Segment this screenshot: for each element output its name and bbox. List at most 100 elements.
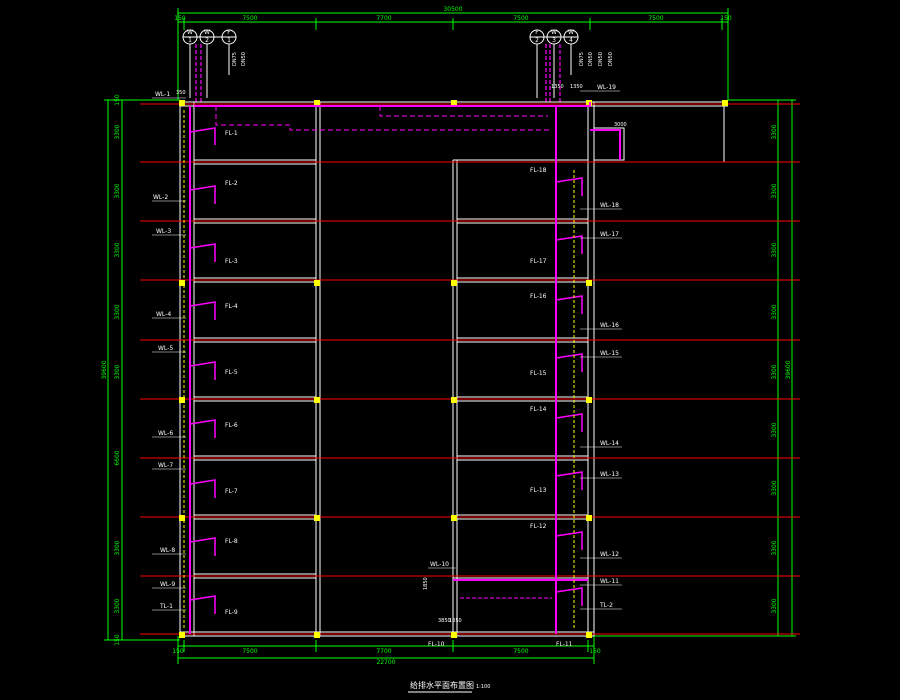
waste-riser-label: WL-18 xyxy=(600,202,619,209)
axis-number: 3 xyxy=(552,37,556,44)
waste-riser-label: WL-15 xyxy=(600,350,619,357)
floor-grid-lines xyxy=(140,103,800,635)
waste-riser-label: WL-6 xyxy=(158,430,173,437)
floor-drain-label: FL-13 xyxy=(530,487,547,494)
supply-risers-top xyxy=(195,44,561,104)
axis-letter: W xyxy=(204,29,210,36)
bottom-dim-segment: 150 xyxy=(172,648,184,655)
waste-riser-label: WL-3 xyxy=(156,228,171,235)
right-dim-segment: 3300 xyxy=(771,242,778,257)
right-dim-segment: 3300 xyxy=(771,364,778,379)
floor-drain-label: FL-9 xyxy=(225,609,238,616)
top-dim-segment: 7500 xyxy=(242,15,257,22)
floor-drain-label: FL-5 xyxy=(225,369,238,376)
bottom-dim-segment: 7500 xyxy=(513,648,528,655)
waste-riser-label: WL-19 xyxy=(597,84,616,91)
misc-dimension: 1350 xyxy=(449,618,462,624)
floor-drain-label: FL-3 xyxy=(225,258,238,265)
axis-letter: F xyxy=(535,29,539,36)
vent-riser-label: TL-1 xyxy=(159,603,173,610)
waste-riser-label: WL-14 xyxy=(600,440,619,447)
left-dim-segment: 150 xyxy=(114,634,121,646)
left-dim-segment: 3300 xyxy=(114,364,121,379)
pipe-size-label: DN50 xyxy=(241,52,247,66)
pipe-size-label: DN50 xyxy=(588,52,594,66)
floor-drain-label: FL-8 xyxy=(225,538,238,545)
waste-riser-label: WL-1 xyxy=(155,91,170,98)
misc-dimension: 1850 xyxy=(423,577,429,590)
axis-number: 1 xyxy=(188,37,192,44)
waste-riser-label: WL-9 xyxy=(160,581,175,588)
floor-drain-label: FL-11 xyxy=(556,641,573,648)
left-dim-segment: 150 xyxy=(114,94,121,106)
right-branch-pipes xyxy=(555,177,583,606)
pipe-size-label: DN50 xyxy=(598,52,604,66)
left-dim-segment: 3300 xyxy=(114,540,121,555)
right-dim-segment: 3300 xyxy=(771,540,778,555)
axis-bubbles-left: W W F 1 2 1 xyxy=(182,29,237,98)
floor-drain-label: FL-1 xyxy=(225,130,238,137)
top-dimension-chain xyxy=(177,8,729,100)
left-total-dimension: 39600 xyxy=(101,360,108,379)
bottom-total-dimension: 22700 xyxy=(376,659,395,666)
top-dim-segment: 150 xyxy=(174,15,186,22)
axis-letter: W xyxy=(568,29,574,36)
bottom-dim-segment: 150 xyxy=(589,648,601,655)
water-supply-lines xyxy=(183,110,575,630)
waste-riser-label: WL-2 xyxy=(153,194,168,201)
axis-number: 2 xyxy=(205,37,209,44)
floor-drain-label: FL-14 xyxy=(530,406,547,413)
bottom-dim-segment: 7700 xyxy=(376,648,391,655)
axis-number: 4 xyxy=(569,37,573,44)
misc-dimension: 350 xyxy=(176,90,186,96)
waste-riser-label: WL-4 xyxy=(156,311,171,318)
floor-drain-label: FL-16 xyxy=(530,293,547,300)
axis-letter: F xyxy=(227,29,231,36)
right-dim-segment: 3300 xyxy=(771,480,778,495)
left-dim-segment: 3300 xyxy=(114,598,121,613)
left-branch-pipes xyxy=(189,127,216,614)
top-total-dimension: 30500 xyxy=(443,6,462,13)
left-label-leaders xyxy=(152,97,186,611)
left-dimension-chain xyxy=(104,99,180,641)
floor-drain-label: FL-7 xyxy=(225,488,238,495)
misc-dimension: 3000 xyxy=(614,122,627,128)
drawing-scale: 1:100 xyxy=(476,684,490,690)
floor-drain-label: FL-12 xyxy=(530,523,547,530)
top-dim-segment: 150 xyxy=(720,15,732,22)
floor-drain-label: FL-4 xyxy=(225,303,238,310)
waste-riser-label: WL-10 xyxy=(430,561,449,568)
floor-drain-label: FL-18 xyxy=(530,167,547,174)
right-label-leaders xyxy=(428,90,622,610)
floor-drain-label: FL-15 xyxy=(530,370,547,377)
waste-riser-label: WL-11 xyxy=(600,578,619,585)
right-dim-segment: 3300 xyxy=(771,422,778,437)
pipe-size-label: DN75 xyxy=(232,52,238,66)
left-dim-segment: 3300 xyxy=(114,242,121,257)
axis-letter: W xyxy=(551,29,557,36)
top-dim-segment: 7500 xyxy=(513,15,528,22)
vent-riser-label: TL-2 xyxy=(599,602,613,609)
unit-partition-walls xyxy=(194,159,588,579)
bottom-dimension-chain xyxy=(177,636,595,664)
waste-riser-label: WL-7 xyxy=(158,462,173,469)
waste-riser-label: WL-16 xyxy=(600,322,619,329)
drainage-pipes xyxy=(189,102,621,634)
floor-drain-label: FL-2 xyxy=(225,180,238,187)
right-dimension-chain xyxy=(594,99,796,637)
floor-drain-label: FL-10 xyxy=(428,641,445,648)
left-dim-segment: 3300 xyxy=(114,304,121,319)
waste-riser-label: WL-8 xyxy=(160,547,175,554)
drawing-title-block: 给排水平面布置图 1:100 xyxy=(408,680,490,693)
waste-riser-label: WL-13 xyxy=(600,471,619,478)
right-dim-segment: 3300 xyxy=(771,598,778,613)
bottom-dim-segment: 7500 xyxy=(242,648,257,655)
waste-riser-label: WL-17 xyxy=(600,231,619,238)
pipe-size-label: DN75 xyxy=(579,52,585,66)
left-dim-segment: 3300 xyxy=(114,183,121,198)
floor-drain-label: FL-17 xyxy=(530,258,547,265)
left-dim-segment: 3300 xyxy=(114,124,121,139)
right-total-dimension: 39600 xyxy=(785,360,792,379)
